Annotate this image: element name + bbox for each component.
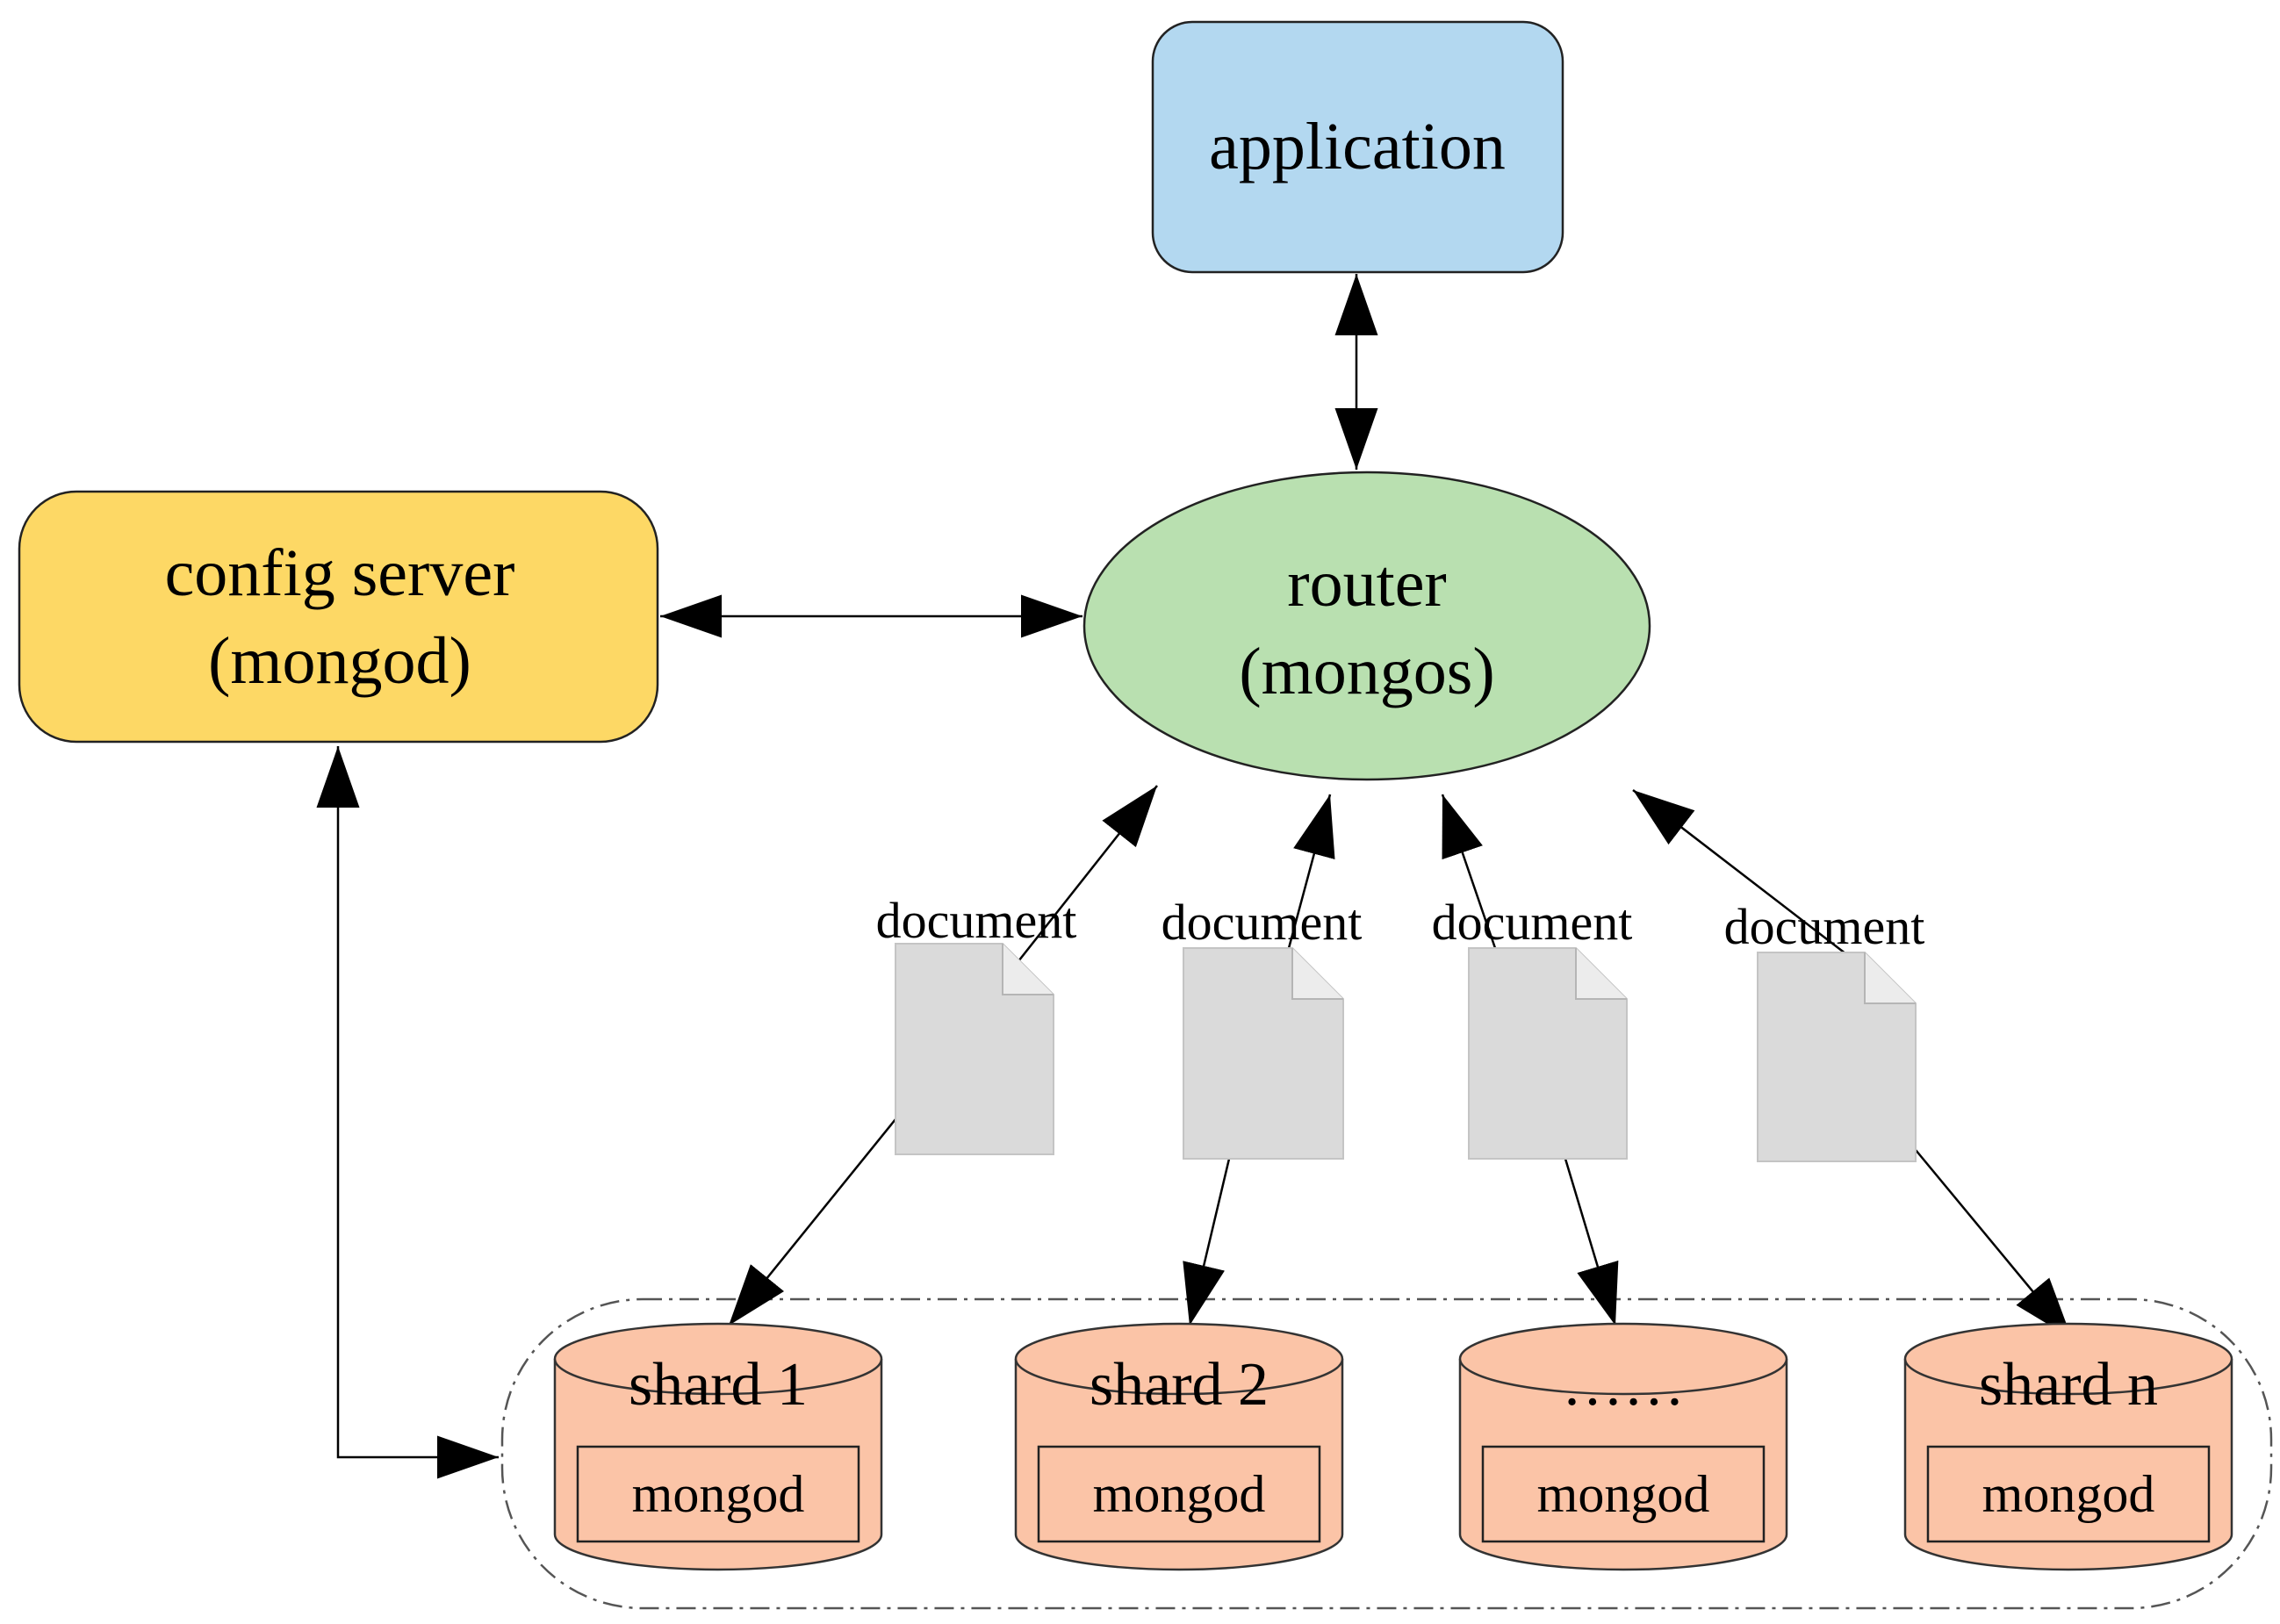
document-label: document	[1432, 894, 1633, 951]
application-label: application	[1209, 110, 1506, 183]
router-sublabel: (mongos)	[1239, 635, 1494, 708]
mongod-box	[1481, 1445, 1766, 1543]
mongod-label: mongod	[1093, 1465, 1266, 1523]
document-fold	[1291, 948, 1343, 1000]
documents-group: document document document document	[876, 892, 1925, 1162]
document-3: document	[1432, 894, 1633, 1160]
shard-label: shard 1	[629, 1351, 808, 1419]
shard-cluster-boundary	[500, 1297, 2273, 1610]
shard-4: shard n mongod	[1903, 1322, 2233, 1571]
document-2: document	[1162, 894, 1363, 1160]
doc1-router-arrow	[1018, 785, 1158, 962]
config-server-label: config server	[165, 536, 515, 610]
shard-cylinder-top	[1903, 1322, 2233, 1396]
mongod-label: mongod	[1537, 1465, 1710, 1523]
document-1: document	[876, 892, 1077, 1155]
shard-cylinder-body	[1014, 1359, 1344, 1571]
config-shards-connector	[316, 746, 499, 1479]
doc3-router-arrow	[1441, 794, 1497, 949]
document-icon	[1183, 947, 1344, 1160]
document-fold	[1864, 952, 1916, 1004]
mongod-box	[576, 1445, 860, 1543]
mongod-label: mongod	[1982, 1465, 2155, 1523]
doc2-router-arrow	[1287, 794, 1335, 949]
shard-cylinder-top	[553, 1322, 883, 1396]
application-node: application	[1151, 20, 1564, 274]
router-node: router (mongos)	[1082, 471, 1651, 781]
mongod-box	[1037, 1445, 1321, 1543]
config-server-sublabel: (mongod)	[208, 624, 471, 698]
shard-cylinder-top	[1458, 1322, 1788, 1396]
document-fold	[1002, 944, 1054, 995]
shard-cylinder-body	[1903, 1359, 2233, 1571]
shard-2: shard 2 mongod	[1014, 1322, 1344, 1571]
document-label: document	[1724, 898, 1925, 955]
document-label: document	[1162, 894, 1363, 951]
config-server-node: config server (mongod)	[18, 490, 659, 744]
doc1-shard1-arrow	[728, 1118, 896, 1326]
mongod-box	[1926, 1445, 2211, 1543]
doc4-shardn-arrow	[1915, 1149, 2073, 1340]
doc3-shard3-arrow	[1564, 1158, 1619, 1326]
document-label: document	[876, 892, 1077, 949]
shard-label: ……	[1562, 1351, 1685, 1419]
shard-3: …… mongod	[1458, 1322, 1788, 1571]
document-icon	[1468, 947, 1628, 1160]
document-fold	[1575, 948, 1627, 1000]
document-icon	[895, 943, 1054, 1155]
router-label: router	[1287, 547, 1446, 621]
shard-cylinder-body	[1458, 1359, 1788, 1571]
doc4-router-arrow	[1632, 789, 1851, 958]
shard-label: shard n	[1979, 1351, 2158, 1419]
shard-1: shard 1 mongod	[553, 1322, 883, 1571]
shard-cylinder-body	[553, 1359, 883, 1571]
shard-cylinder-top	[1014, 1322, 1344, 1396]
document-icon	[1757, 952, 1917, 1162]
mongod-label: mongod	[632, 1465, 805, 1523]
doc2-shard2-arrow	[1183, 1158, 1231, 1326]
document-4: document	[1724, 898, 1925, 1162]
shard-label: shard 2	[1090, 1351, 1269, 1419]
